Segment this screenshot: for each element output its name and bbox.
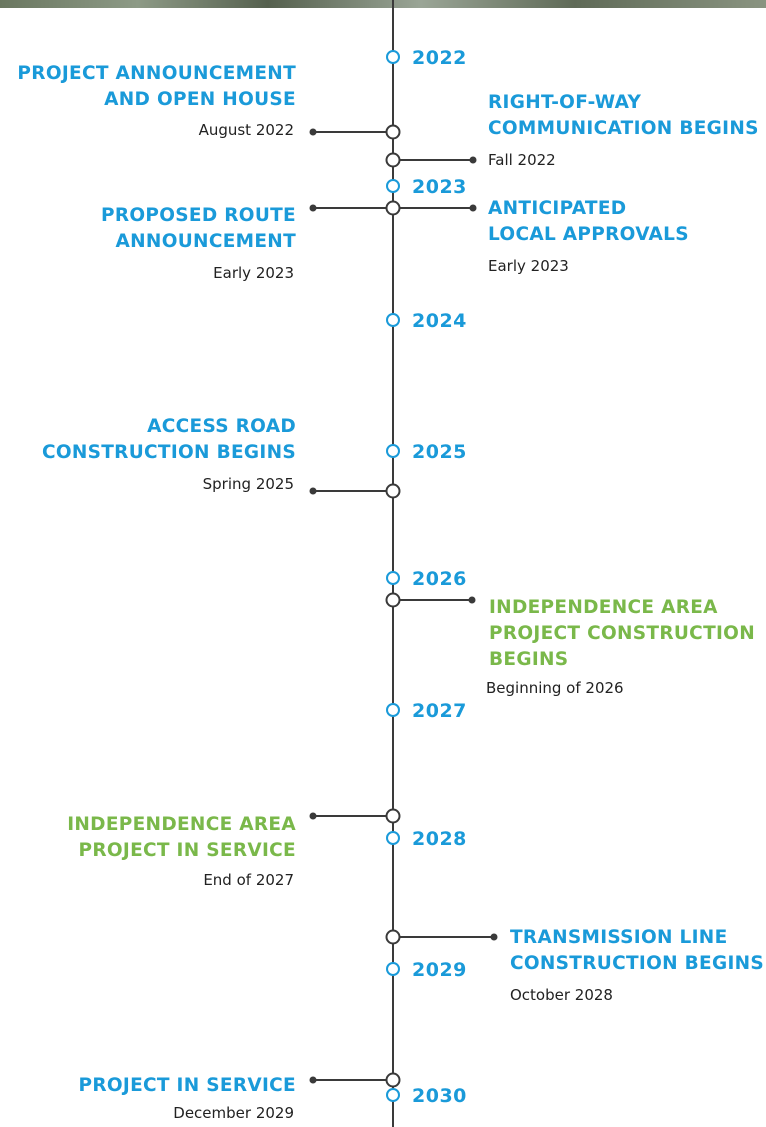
year-marker-2028: [386, 831, 400, 845]
year-marker-2027: [386, 703, 400, 717]
milestone-node-transmission: [385, 929, 401, 945]
milestone-title-transmission: TRANSMISSION LINE CONSTRUCTION BEGINS: [510, 927, 765, 974]
milestone-title-independence-construction: INDEPENDENCE AREA PROJECT CONSTRUCTION B…: [489, 597, 755, 670]
year-label-2026: 2026: [412, 568, 467, 590]
milestone-title-independence-service: INDEPENDENCE AREA PROJECT IN SERVICE: [67, 814, 296, 861]
milestone-node-independence-service: [385, 808, 401, 824]
year-label-2025: 2025: [412, 441, 467, 463]
end-dot-project-service: [309, 1076, 317, 1084]
end-dot-access-road: [309, 487, 317, 495]
milestone-node-project-service: [385, 1072, 401, 1088]
milestone-date-route: Early 2023: [213, 264, 294, 282]
milestone-title-access-road: ACCESS ROAD CONSTRUCTION BEGINS: [41, 416, 296, 463]
milestone-title-project-service: PROJECT IN SERVICE: [78, 1075, 296, 1096]
milestone-node-independence-construction: [385, 592, 401, 608]
milestone-date-project-service: December 2029: [173, 1104, 294, 1122]
milestone-node-announcement: [385, 124, 401, 140]
end-dot-row-communication: [469, 156, 477, 164]
milestone-title-route: PROPOSED ROUTE ANNOUNCEMENT: [100, 205, 296, 252]
milestone-node-route-approvals: [385, 200, 401, 216]
milestone-node-access-road: [385, 483, 401, 499]
year-marker-2022: [386, 50, 400, 64]
year-marker-2024: [386, 313, 400, 327]
end-dot-approvals: [469, 204, 477, 212]
header-photo-strip: [0, 0, 766, 8]
milestone-date-access-road: Spring 2025: [202, 475, 294, 493]
milestone-date-announcement: August 2022: [198, 121, 294, 139]
year-label-2024: 2024: [412, 310, 467, 332]
year-label-2027: 2027: [412, 700, 467, 722]
milestone-date-independence-construction: Beginning of 2026: [486, 679, 624, 697]
year-marker-2026: [386, 571, 400, 585]
milestone-title-approvals: ANTICIPATED LOCAL APPROVALS: [488, 198, 689, 245]
year-label-2023: 2023: [412, 176, 467, 198]
year-label-2028: 2028: [412, 828, 467, 850]
end-dot-announcement: [309, 128, 317, 136]
year-marker-2025: [386, 444, 400, 458]
milestone-node-row-communication: [385, 152, 401, 168]
end-dot-independence-service: [309, 812, 317, 820]
end-dot-route: [309, 204, 317, 212]
milestone-title-announcement: PROJECT ANNOUNCEMENT AND OPEN HOUSE: [17, 63, 296, 110]
year-marker-2030: [386, 1088, 400, 1102]
year-label-2022: 2022: [412, 47, 467, 69]
end-dot-transmission: [490, 933, 498, 941]
year-label-2029: 2029: [412, 959, 467, 981]
year-marker-2023: [386, 179, 400, 193]
milestone-date-transmission: October 2028: [510, 986, 613, 1004]
milestone-date-row-communication: Fall 2022: [488, 151, 556, 169]
milestone-title-row-communication: RIGHT-OF-WAY COMMUNICATION BEGINS: [488, 92, 759, 139]
milestone-date-approvals: Early 2023: [488, 257, 569, 275]
year-marker-2029: [386, 962, 400, 976]
milestone-date-independence-service: End of 2027: [203, 871, 294, 889]
year-label-2030: 2030: [412, 1085, 467, 1107]
end-dot-independence-construction: [468, 596, 476, 604]
